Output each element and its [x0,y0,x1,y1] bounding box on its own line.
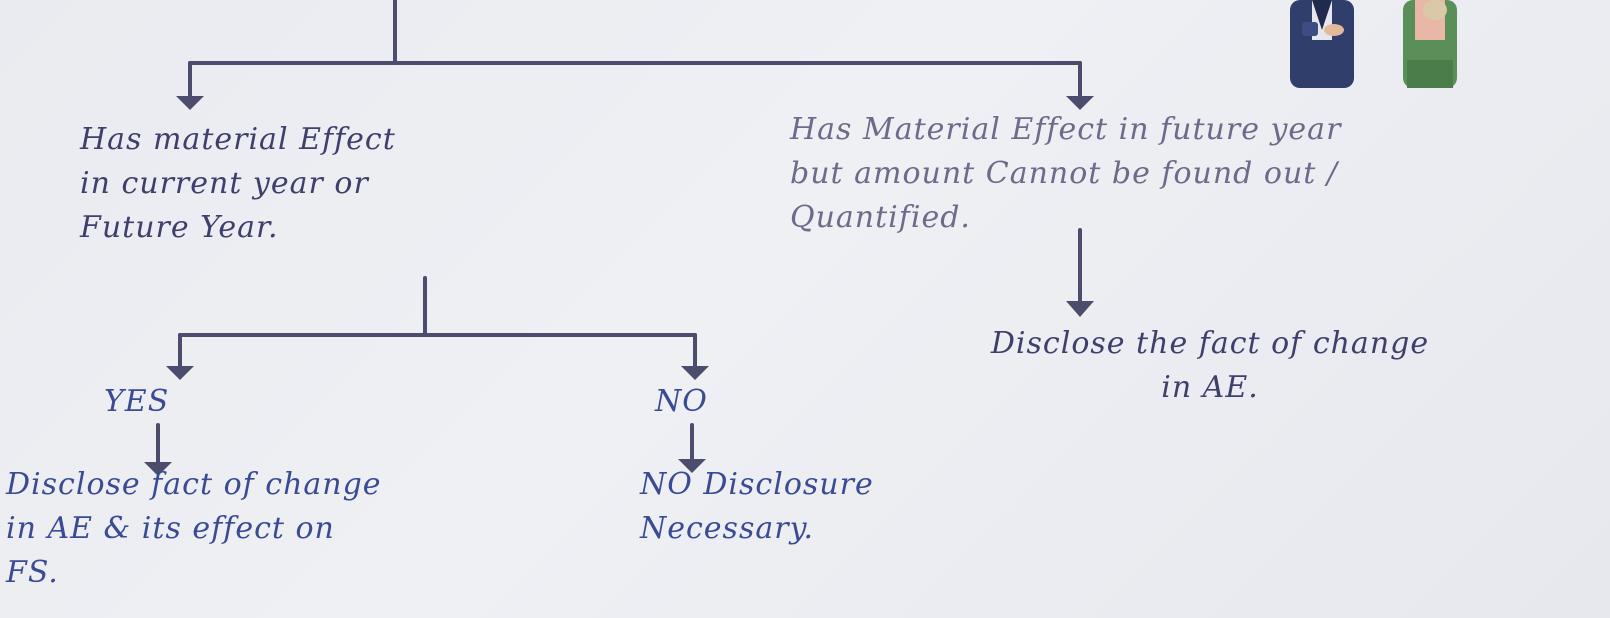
arrowhead-left [176,96,204,110]
node-yes: YES [104,384,170,419]
node-disclose-fact-of-change: Disclose the fact of change in AE. [990,326,1430,405]
node-material-effect-current-or-future: Has material Effect in current year or F… [80,122,396,245]
arrowhead-yes-disclose [144,462,172,476]
node-disclose-fact-and-effect: Disclose fact of change in AE & its effe… [6,467,382,590]
node-no: NO [655,384,708,419]
arrowhead-right [1066,96,1094,110]
arrowhead-no-disclosure [678,459,706,473]
character-thinking-icon [1403,0,1457,88]
arrowhead-yes [166,366,194,380]
node-no-disclosure-necessary: NO Disclosure Necessary. [640,467,874,546]
arrowhead-disclose-change [1066,301,1094,317]
character-vest-icon [1290,0,1354,88]
arrowhead-no [681,366,709,380]
node-material-effect-future-unquantified: Has Material Effect in future year but a… [790,112,1342,235]
